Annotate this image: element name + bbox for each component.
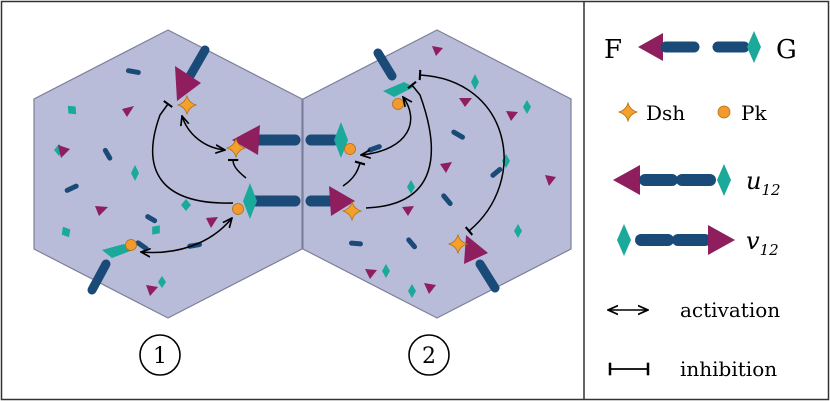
cell-2-hexagon [302, 29, 572, 319]
legend-f-label: F [604, 35, 622, 65]
cell-1-number: 1 [153, 344, 167, 369]
cell-1-label: 1 [139, 334, 181, 376]
legend-u12-label: u12 [746, 167, 781, 199]
legend-v12-label: v12 [746, 227, 779, 259]
legend-frizzled-shape [638, 33, 663, 61]
cell-1-hexagon [33, 29, 303, 319]
legend-pk-icon [717, 105, 731, 119]
legend-g-label: G [776, 35, 797, 65]
legend-dsh-label: Dsh [646, 101, 685, 125]
legend-u12-vangl [717, 164, 731, 196]
cell-1-interactions [141, 100, 247, 253]
cell-1-membrane-complexes [87, 45, 301, 295]
cell-2-label: 2 [408, 334, 450, 376]
legend-v12-frizzled [708, 225, 735, 255]
cell-2-number: 2 [422, 344, 436, 369]
legend-inhibition-label: inhibition [680, 357, 777, 381]
legend-activation-label: activation [680, 298, 780, 322]
legend-dsh-icon [617, 101, 639, 123]
dsh-pk-molecules [125, 94, 469, 255]
legend-vangl-shape [747, 31, 761, 63]
legend: F G Dsh Pk u12 v12 activation inhibition [604, 31, 797, 381]
legend-pk-label: Pk [741, 101, 767, 125]
cell-2-interactions [342, 69, 505, 236]
legend-v12-vangl [617, 224, 631, 256]
legend-u12-frizzled [613, 165, 640, 195]
cell-1-free-proteins [54, 68, 218, 296]
